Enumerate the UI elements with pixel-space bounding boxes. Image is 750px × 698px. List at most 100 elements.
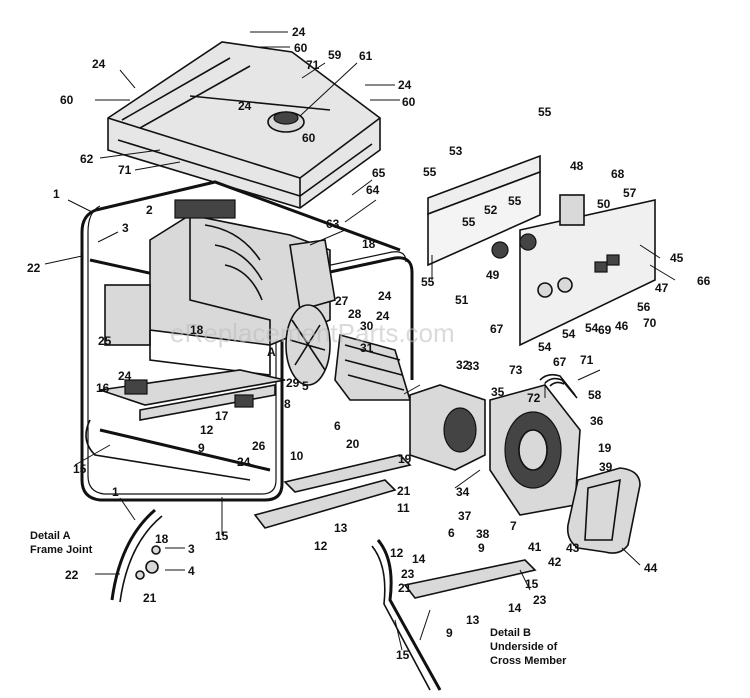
callout-23: 23 <box>533 593 547 607</box>
fuel-cap-top <box>273 111 299 125</box>
callout-38: 38 <box>476 527 490 541</box>
callout-31: 31 <box>360 341 374 355</box>
callout-53: 53 <box>449 144 463 158</box>
callout-24: 24 <box>378 289 392 303</box>
callout-21: 21 <box>397 484 411 498</box>
callout-60: 60 <box>402 95 416 109</box>
callout-15: 15 <box>73 462 87 476</box>
callout-56: 56 <box>637 300 651 314</box>
callout-67: 67 <box>553 355 567 369</box>
detail-captions: Detail A Frame Joint Detail B Underside … <box>30 530 567 667</box>
callout-55: 55 <box>421 275 435 289</box>
callout-19: 19 <box>598 441 612 455</box>
callout-55: 55 <box>538 105 552 119</box>
callout-16: 16 <box>96 381 110 395</box>
callout-15: 15 <box>525 577 539 591</box>
callout-2: 2 <box>146 203 153 217</box>
callout-13: 13 <box>466 613 480 627</box>
callout-25: 25 <box>98 334 112 348</box>
muffler <box>104 284 151 346</box>
cross-members <box>253 454 537 691</box>
callout-54: 54 <box>562 327 576 341</box>
breaker-1 <box>537 282 553 298</box>
callout-9: 9 <box>446 626 453 640</box>
callout-71: 71 <box>306 58 320 72</box>
fuel-tank <box>107 41 381 209</box>
callout-24: 24 <box>398 78 412 92</box>
callout-24: 24 <box>292 25 306 39</box>
callout-73: 73 <box>509 363 523 377</box>
callout-65: 65 <box>372 166 386 180</box>
callout-33-visible: 33 <box>466 359 480 373</box>
callout-68: 68 <box>611 167 625 181</box>
callout-12: 12 <box>314 539 328 553</box>
callout-28: 28 <box>348 307 362 321</box>
callout-27: 27 <box>335 294 349 308</box>
callout-49: 49 <box>486 268 500 282</box>
callout-13: 13 <box>334 521 348 535</box>
callout-24: 24 <box>376 309 390 323</box>
outlet-1 <box>491 241 509 259</box>
callout-48: 48 <box>570 159 584 173</box>
callout-24: 24 <box>92 57 106 71</box>
callout-46: 46 <box>615 319 629 333</box>
callout-26: 26 <box>252 439 266 453</box>
callout-34: 34 <box>456 485 470 499</box>
callout-19: 19 <box>398 452 412 466</box>
callouts: 24 60 59 61 71 24 60 24 60 24 60 62 71 1… <box>27 25 711 662</box>
switch <box>594 261 608 273</box>
callout-37: 37 <box>458 509 472 523</box>
vibration-mount-right <box>234 394 254 408</box>
callout-15: 15 <box>215 529 229 543</box>
callout-14: 14 <box>412 552 426 566</box>
callout-24: 24 <box>238 99 252 113</box>
callout-70: 70 <box>643 316 657 330</box>
callout-9: 9 <box>478 541 485 555</box>
callout-63: 63 <box>326 217 340 231</box>
callout-22: 22 <box>65 568 79 582</box>
callout-66: 66 <box>697 274 711 288</box>
callout-14: 14 <box>508 601 522 615</box>
callout-72: 72 <box>527 391 541 405</box>
callout-18: 18 <box>362 237 376 251</box>
callout-61: 61 <box>359 49 373 63</box>
callout-29: 29 <box>286 376 300 390</box>
callout-1: 1 <box>53 187 60 201</box>
callout-57: 57 <box>623 186 637 200</box>
callout-35: 35 <box>491 385 505 399</box>
callout-62: 62 <box>80 152 94 166</box>
callout-frame-marker: A <box>267 345 276 359</box>
callout-60: 60 <box>302 131 316 145</box>
engine <box>104 199 336 376</box>
callout-67: 67 <box>490 322 504 336</box>
callout-58: 58 <box>588 388 602 402</box>
callout-21: 21 <box>143 591 157 605</box>
callout-1: 1 <box>112 485 119 499</box>
callout-54: 54 <box>585 321 599 335</box>
callout-18: 18 <box>155 532 169 546</box>
callout-9: 9 <box>198 441 205 455</box>
callout-24: 24 <box>118 369 132 383</box>
vibration-mount-left <box>124 379 148 395</box>
callout-59: 59 <box>328 48 342 62</box>
detail-b-subtitle-2: Cross Member <box>490 655 567 667</box>
breaker-2 <box>557 277 573 293</box>
callout-21: 21 <box>398 581 412 595</box>
callout-17: 17 <box>215 409 229 423</box>
callout-20: 20 <box>346 437 360 451</box>
leader-lines <box>44 31 676 651</box>
callout-43: 43 <box>566 541 580 555</box>
detail-a-frame-joint <box>110 508 163 603</box>
callout-18: 18 <box>190 323 204 337</box>
callout-4: 4 <box>188 564 195 578</box>
callout-12: 12 <box>390 546 404 560</box>
callout-41: 41 <box>528 540 542 554</box>
wire-harness <box>539 373 578 399</box>
callout-32: 32 <box>456 358 470 372</box>
detail-a-title: Detail A <box>30 530 71 542</box>
callout-39: 39 <box>599 460 613 474</box>
callout-30: 30 <box>360 319 374 333</box>
callout-42: 42 <box>548 555 562 569</box>
callout-71: 71 <box>580 353 594 367</box>
callout-69: 69 <box>598 323 612 337</box>
